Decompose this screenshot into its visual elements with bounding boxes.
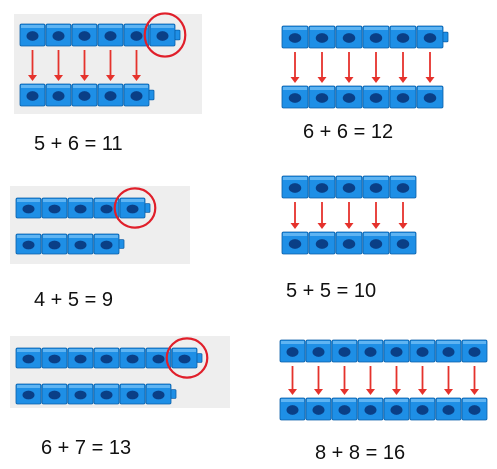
linking-cube — [332, 398, 357, 420]
cube-diagram — [276, 172, 446, 272]
down-arrow — [318, 202, 327, 229]
linking-cube — [309, 232, 335, 254]
down-arrow — [291, 202, 300, 229]
linking-cube — [358, 340, 383, 362]
down-arrow — [345, 52, 354, 83]
linking-cube — [16, 234, 41, 254]
linking-cube — [306, 340, 331, 362]
linking-cube — [46, 24, 71, 46]
linking-cube — [309, 176, 335, 198]
down-arrow — [426, 52, 435, 83]
linking-cube — [336, 86, 362, 108]
linking-cube — [390, 176, 416, 198]
cube-panel-6-plus-6 — [276, 20, 476, 120]
down-arrow — [418, 366, 427, 395]
linking-cube — [390, 26, 416, 48]
linking-cube — [46, 84, 71, 106]
down-arrow — [470, 366, 479, 395]
linking-cube — [42, 384, 67, 404]
equation-label: 4 + 5 = 9 — [34, 289, 113, 312]
linking-cube — [309, 86, 335, 108]
linking-cube — [94, 348, 119, 368]
linking-cube — [98, 84, 123, 106]
linking-cube — [282, 86, 308, 108]
linking-cube — [410, 340, 435, 362]
cube-panel-5-plus-5 — [276, 172, 446, 272]
cube-diagram — [274, 334, 497, 434]
linking-cube — [436, 340, 461, 362]
linking-cube — [94, 384, 119, 404]
linking-cube — [363, 86, 389, 108]
cube-diagram — [10, 186, 210, 266]
linking-cube — [20, 24, 45, 46]
linking-cube — [309, 26, 335, 48]
linking-cube — [16, 198, 41, 218]
linking-cube — [462, 398, 487, 420]
down-arrow — [392, 366, 401, 395]
equation-label: 6 + 6 = 12 — [303, 121, 393, 144]
linking-cube — [410, 398, 435, 420]
linking-cube — [68, 384, 93, 404]
down-arrow — [345, 202, 354, 229]
down-arrow — [399, 52, 408, 83]
linking-cube — [282, 26, 308, 48]
linking-cube — [280, 398, 305, 420]
cube-panel-8-plus-8 — [274, 334, 497, 434]
linking-cube — [72, 84, 97, 106]
equation-label: 5 + 6 = 11 — [34, 133, 123, 156]
linking-cube — [332, 340, 357, 362]
linking-cube — [336, 176, 362, 198]
linking-cube — [363, 26, 389, 48]
equation-label: 6 + 7 = 13 — [41, 437, 131, 460]
down-arrow — [444, 366, 453, 395]
linking-cube — [280, 340, 305, 362]
equation-label: 8 + 8 = 16 — [315, 442, 405, 465]
down-arrow — [291, 52, 300, 83]
linking-cube — [16, 348, 41, 368]
cube-diagram — [10, 336, 240, 411]
down-arrow — [340, 366, 349, 395]
linking-cube — [384, 340, 409, 362]
linking-cube — [98, 24, 123, 46]
cube-diagram — [14, 14, 214, 124]
linking-cube — [42, 198, 67, 218]
linking-cube — [42, 234, 67, 254]
linking-cube — [436, 398, 461, 420]
down-arrow — [288, 366, 297, 395]
down-arrow — [314, 366, 323, 395]
linking-cube — [16, 384, 41, 404]
down-arrow — [366, 366, 375, 395]
linking-cube — [336, 26, 362, 48]
linking-cube — [282, 176, 308, 198]
linking-cube — [363, 176, 389, 198]
equation-label: 5 + 5 = 10 — [286, 280, 376, 303]
down-arrow — [372, 52, 381, 83]
linking-cube — [72, 24, 97, 46]
down-arrow — [318, 52, 327, 83]
down-arrow — [372, 202, 381, 229]
linking-cube — [462, 340, 487, 362]
linking-cube — [336, 232, 362, 254]
linking-cube — [390, 232, 416, 254]
linking-cube — [306, 398, 331, 420]
cube-panel-6-plus-7 — [10, 336, 240, 411]
linking-cube — [282, 232, 308, 254]
linking-cube — [68, 348, 93, 368]
linking-cube — [20, 84, 45, 106]
linking-cube — [358, 398, 383, 420]
linking-cube — [417, 26, 448, 48]
linking-cube — [42, 348, 67, 368]
linking-cube — [120, 348, 145, 368]
down-arrow — [399, 202, 408, 229]
cube-panel-4-plus-5 — [10, 186, 210, 266]
linking-cube — [68, 198, 93, 218]
linking-cube — [120, 384, 145, 404]
cube-diagram — [276, 20, 476, 120]
linking-cube — [68, 234, 93, 254]
cube-panel-5-plus-6 — [14, 14, 214, 124]
linking-cube — [417, 86, 443, 108]
linking-cube — [384, 398, 409, 420]
linking-cube — [363, 232, 389, 254]
linking-cube — [390, 86, 416, 108]
